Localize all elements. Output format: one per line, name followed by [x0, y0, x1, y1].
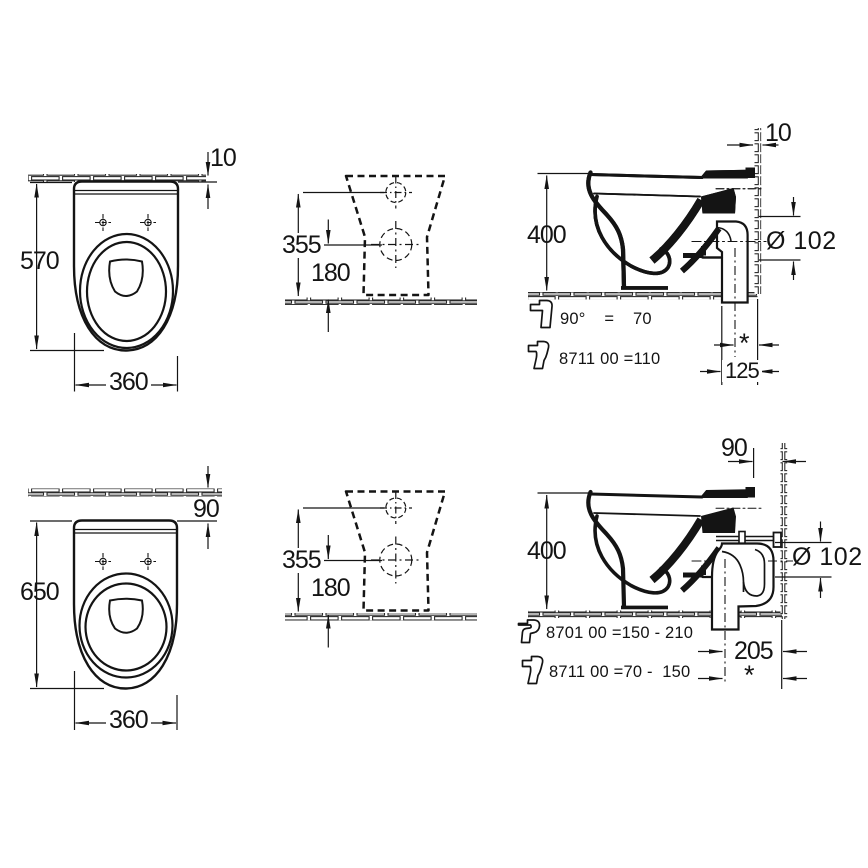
dim-variable-top-side: *	[739, 328, 750, 358]
floor-tiles	[528, 610, 782, 618]
note-8711: 8711 00 =70 - 150	[549, 663, 691, 681]
wall-tiles	[28, 488, 222, 497]
dim-gap-top-plan: 10	[210, 144, 237, 172]
bowl-water-outline	[108, 258, 144, 297]
dim-diameter-top-side: Ø 102	[766, 227, 837, 255]
wall-panel-tiles	[754, 128, 762, 294]
floor-tiles	[528, 292, 758, 300]
fixing-hole-marks	[95, 553, 156, 570]
floor-tiles	[285, 613, 477, 621]
dim-lines	[537, 448, 832, 689]
dim-lines-gap	[177, 466, 217, 549]
vario-outlet-group	[517, 448, 832, 689]
dim-lines	[537, 142, 801, 385]
rear-view-top	[285, 174, 477, 332]
dim-gap-bottom-side: 90	[721, 434, 748, 462]
dim-gap-bottom-plan: 90	[193, 495, 220, 523]
note-8701: 8701 00 =150 - 210	[546, 624, 694, 642]
offset-adapter-icon	[517, 619, 541, 644]
pan-footprint-dashed	[344, 490, 447, 612]
dim-offset-top-side: 125	[722, 360, 762, 382]
wall-tiles	[780, 443, 788, 619]
dim-lines-depth	[30, 520, 104, 690]
fixing-crosshairs	[371, 492, 421, 584]
fixing-hole-marks	[95, 214, 156, 231]
dim-variable-bottom-side: *	[744, 660, 755, 690]
dim-width-bottom-plan: 360	[106, 708, 151, 733]
bend-adapter-icon	[527, 340, 550, 370]
dim-lower-bottom-rear: 180	[308, 576, 353, 601]
plan-view-650	[28, 466, 222, 730]
dim-diameter-bottom-side: Ø 102	[792, 543, 863, 571]
pan-footprint-dashed	[344, 174, 447, 297]
dim-upper-top-rear: 355	[279, 233, 324, 258]
dim-depth-bottom-plan: 650	[20, 578, 60, 606]
dim-depth-top-plan: 570	[20, 247, 60, 275]
dim-height-top-side: 400	[527, 221, 567, 249]
side-view-bottom	[528, 443, 788, 619]
floor-tiles	[285, 297, 477, 305]
outlet-elbow	[715, 220, 749, 304]
side-view-top	[527, 128, 801, 385]
dim-lower-top-rear: 180	[308, 261, 353, 286]
note-8711-110: 8711 00 =110	[559, 350, 661, 368]
dim-panel-top-side: 10	[765, 119, 792, 147]
dim-upper-bottom-rear: 355	[279, 548, 324, 573]
fixing-crosshairs	[371, 176, 421, 268]
note-elbow-90: 90° = 70	[560, 310, 652, 328]
bowl-water-outline	[108, 597, 144, 634]
elbow-90-icon	[529, 299, 553, 329]
plan-view-570	[28, 152, 217, 392]
dim-lines-gap	[178, 152, 217, 209]
dim-offset-bottom-side: 205	[734, 637, 774, 665]
bend-adapter-icon	[521, 655, 544, 685]
dim-width-top-plan: 360	[106, 370, 151, 395]
dim-height-bottom-side: 400	[527, 537, 567, 565]
wall-tiles	[28, 174, 206, 182]
dim-lines-depth	[30, 181, 104, 352]
